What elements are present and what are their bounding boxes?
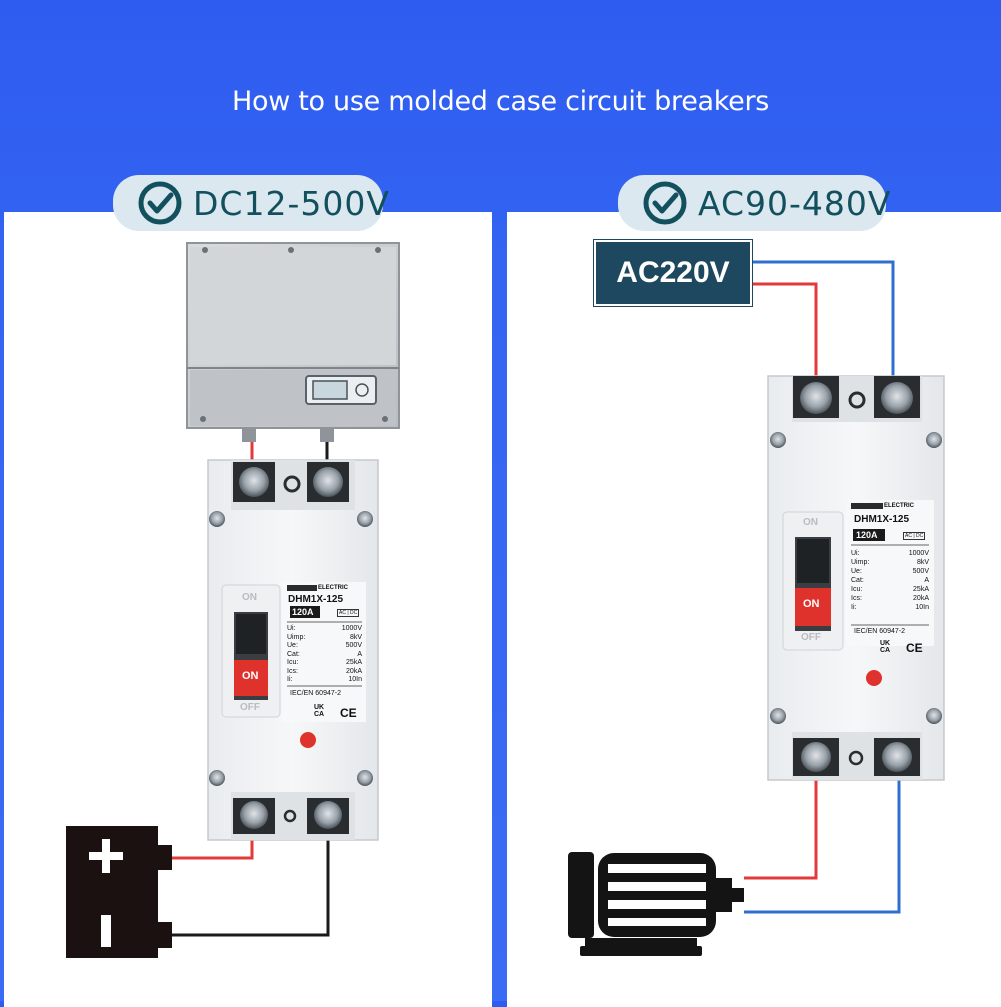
terminal-screw-icon	[801, 742, 831, 772]
right-breaker	[767, 375, 945, 781]
breaker-current-type: AC | DC	[337, 609, 360, 617]
ac-wiring	[744, 260, 901, 914]
breaker-brand: ELECTRIC	[318, 585, 348, 591]
switch-state-label: ON	[242, 670, 259, 682]
terminal-screw-icon	[239, 467, 269, 497]
motor-icon	[568, 852, 744, 956]
ac-voltage-badge: AC90-480V	[618, 175, 891, 231]
terminal-screw-icon	[882, 742, 912, 772]
switch-off-marker: OFF	[240, 702, 260, 713]
switch-state-label: ON	[803, 598, 820, 610]
breaker-standard: IEC/EN 60947-2	[290, 690, 341, 697]
check-circle-icon	[138, 181, 182, 225]
ce-mark-icon: CE	[906, 641, 923, 655]
breaker-standard: IEC/EN 60947-2	[854, 628, 905, 635]
breaker-brand: ELECTRIC	[884, 503, 914, 509]
ac-source-box: AC220V	[594, 240, 752, 306]
dc-voltage-badge: DC12-500V	[113, 175, 389, 231]
terminal-screw-icon	[800, 382, 832, 414]
terminal-screw-icon	[240, 801, 268, 829]
switch-off-marker: OFF	[801, 632, 821, 643]
switch-on-marker: ON	[242, 592, 257, 603]
breaker-rating: 120A	[856, 530, 878, 540]
switch-on-marker: ON	[803, 517, 818, 528]
ce-mark-icon: CE	[340, 706, 357, 720]
battery-icon	[66, 826, 172, 958]
ac-voltage-text: AC90-480V	[698, 183, 892, 223]
check-circle-icon	[643, 181, 687, 225]
live-wire	[752, 282, 818, 385]
negative-wire	[170, 815, 330, 937]
breaker-current-type: AC | DC	[903, 532, 926, 540]
left-breaker	[207, 459, 379, 841]
terminal-screw-icon	[313, 467, 343, 497]
page-title: How to use molded case circuit breakers	[231, 86, 770, 117]
breaker-model: DHM1X-125	[854, 514, 910, 525]
breaker-rating: 120A	[292, 607, 314, 617]
breaker-specs: Ui:1000V Uimp:8kV Ue:500V Cat:A Icu:25kA…	[287, 625, 362, 683]
inverter-icon	[186, 242, 400, 442]
breaker-specs: Ui:1000V Uimp:8kV Ue:500V Cat:A Icu:25kA…	[851, 550, 929, 611]
breaker-model: DHM1X-125	[288, 594, 344, 605]
terminal-screw-icon	[881, 382, 913, 414]
neutral-wire	[752, 260, 895, 385]
dc-voltage-text: DC12-500V	[193, 183, 390, 223]
terminal-screw-icon	[314, 801, 342, 829]
